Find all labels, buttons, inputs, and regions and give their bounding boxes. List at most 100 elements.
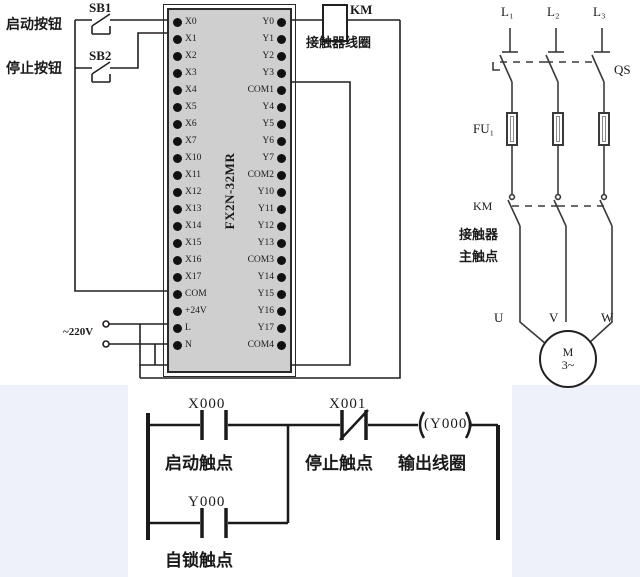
terminal-dot [173, 255, 182, 265]
terminal-x14[interactable]: X14 [173, 221, 201, 231]
terminal-com1[interactable]: COM1 [248, 85, 286, 95]
terminal-dot [277, 136, 286, 146]
terminal-dot [277, 51, 286, 61]
phase-l1-label: L₁ [501, 4, 514, 19]
start-button-label: 启动按钮 [6, 17, 62, 33]
terminal-x5[interactable]: X5 [173, 102, 197, 112]
terminal-y2[interactable]: Y2 [262, 51, 286, 61]
terminal-y15[interactable]: Y15 [258, 289, 286, 299]
terminal-dot [277, 85, 286, 95]
terminal-x0[interactable]: X0 [173, 17, 197, 27]
terminal-dot [173, 204, 182, 214]
terminal-x16[interactable]: X16 [173, 255, 201, 265]
terminal-y14[interactable]: Y14 [258, 272, 286, 282]
plc-unit[interactable]: FX2N-32MR X0 X1 X2 X3 X4 X5 X6 X7 X10 X1… [167, 8, 292, 373]
terminal-com2[interactable]: COM2 [248, 170, 286, 180]
terminal-y13[interactable]: Y13 [258, 238, 286, 248]
km-coil-symbol [322, 4, 348, 42]
terminal-dot [277, 170, 286, 180]
sb2-tag: SB2 [89, 48, 112, 63]
km-contacts-tag: KM [473, 199, 493, 213]
terminal-y1[interactable]: Y1 [262, 34, 286, 44]
plc-model-label: FX2N-32MR [221, 152, 237, 229]
ladder-device-x000: X000 [188, 396, 226, 412]
terminal-n[interactable]: N [173, 340, 192, 350]
terminal-x6[interactable]: X6 [173, 119, 197, 129]
terminal-y3[interactable]: Y3 [262, 68, 286, 78]
contactor-coil-label: 接触器线圈 [306, 36, 372, 51]
km-coil-tag: KM [350, 2, 373, 17]
ladder-output-coil: (Y000) [424, 416, 474, 432]
terminal-x4[interactable]: X4 [173, 85, 197, 95]
terminal-com[interactable]: COM [173, 289, 207, 299]
terminal-x11[interactable]: X11 [173, 170, 201, 180]
terminal-dot [173, 102, 182, 112]
terminal-y4[interactable]: Y4 [262, 102, 286, 112]
phase-l3-label: L₃ [593, 4, 606, 19]
terminal-y6[interactable]: Y6 [262, 136, 286, 146]
sb2-blade [91, 61, 111, 75]
ladder-device-x001: X001 [329, 396, 367, 412]
terminal-x1[interactable]: X1 [173, 34, 197, 44]
terminal-l[interactable]: L [173, 323, 191, 333]
stop-button-label: 停止按钮 [6, 61, 62, 77]
terminal-dot [173, 119, 182, 129]
terminal-x7[interactable]: X7 [173, 136, 197, 146]
terminal-y17[interactable]: Y17 [258, 323, 286, 333]
terminal-y10[interactable]: Y10 [258, 187, 286, 197]
terminal-24v[interactable]: +24V [173, 306, 207, 316]
seal-in-contact-label: 自锁触点 [165, 551, 233, 571]
motor-terminal-v: V [549, 310, 559, 325]
sb1-blade [91, 13, 111, 27]
terminal-dot [173, 85, 182, 95]
output-coil-label: 输出线圈 [398, 454, 466, 474]
terminal-y0[interactable]: Y0 [262, 17, 286, 27]
terminal-dot [173, 34, 182, 44]
terminal-dot [173, 238, 182, 248]
terminal-x3[interactable]: X3 [173, 68, 197, 78]
terminal-dot [173, 17, 182, 27]
terminal-x17[interactable]: X17 [173, 272, 201, 282]
terminal-dot [277, 272, 286, 282]
terminal-x10[interactable]: X10 [173, 153, 201, 163]
terminal-dot [173, 272, 182, 282]
terminal-dot [173, 51, 182, 61]
terminal-dot [173, 221, 182, 231]
supply-terminal-l [102, 320, 110, 328]
ladder-vector-layer [146, 409, 500, 540]
terminal-dot [277, 255, 286, 265]
terminal-dot [277, 17, 286, 27]
motor-phase: 3~ [561, 358, 575, 372]
terminal-y7[interactable]: Y7 [262, 153, 286, 163]
terminal-dot [277, 221, 286, 231]
qs-disconnect-label: QS [614, 62, 631, 77]
terminal-x12[interactable]: X12 [173, 187, 201, 197]
pushbutton-common-bus [74, 20, 167, 292]
motor-letter: M [562, 345, 574, 360]
terminal-y5[interactable]: Y5 [262, 119, 286, 129]
start-contact-label: 启动触点 [165, 454, 233, 474]
terminal-y11[interactable]: Y11 [258, 204, 286, 214]
terminal-com3[interactable]: COM3 [248, 255, 286, 265]
terminal-dot [173, 153, 182, 163]
terminal-com4[interactable]: COM4 [248, 340, 286, 350]
terminal-x13[interactable]: X13 [173, 204, 201, 214]
terminal-y16[interactable]: Y16 [258, 306, 286, 316]
terminal-dot [277, 68, 286, 78]
terminal-dot [277, 238, 286, 248]
fuse-l3-symbol [598, 112, 610, 146]
stop-contact-label: 停止触点 [305, 454, 373, 474]
supply-voltage-label: ~220V [63, 326, 94, 338]
terminal-x2[interactable]: X2 [173, 51, 197, 61]
phase-l2-label: L₂ [547, 4, 560, 19]
output-return-rail [140, 20, 401, 379]
motor-terminal-u: U [494, 310, 504, 325]
motor-terminal-w: W [601, 310, 614, 325]
terminal-dot [277, 34, 286, 44]
km-contacts-label-line2: 主触点 [459, 250, 499, 265]
terminal-dot [173, 187, 182, 197]
terminal-x15[interactable]: X15 [173, 238, 201, 248]
terminal-dot [277, 119, 286, 129]
terminal-y12[interactable]: Y12 [258, 221, 286, 231]
